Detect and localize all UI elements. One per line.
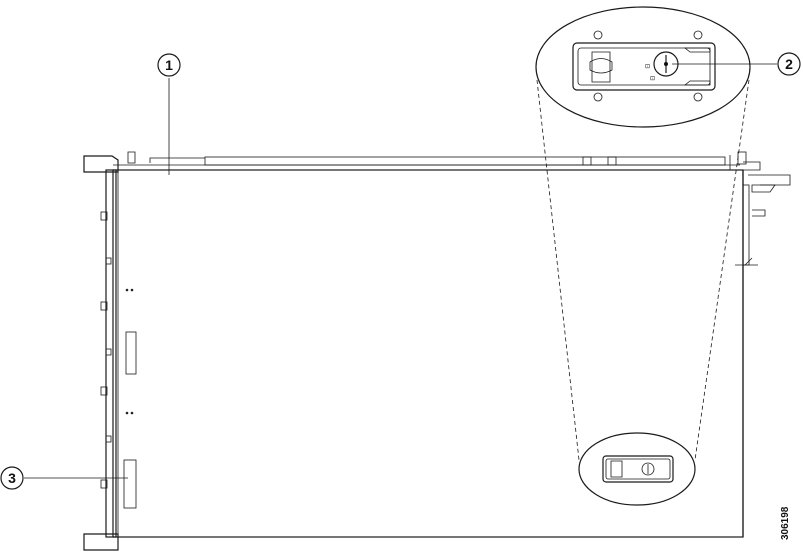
magnifier-ellipse [535,6,751,128]
magnifier-projection-lines [536,79,750,461]
callout-3: 3 [0,466,128,490]
callout-3-label: 3 [8,470,16,486]
latch-location [578,432,696,506]
bottom-rack-ear [83,533,119,551]
magnified-detail-view: ⊡ ⊡ [535,6,751,128]
cover-label-lower [123,459,137,509]
svg-text:⊡: ⊡ [650,76,655,82]
vent-dots [125,288,134,415]
rear-panel [729,151,791,537]
top-rack-ear [83,155,119,173]
magnified-latch [572,42,716,91]
server-chassis [83,151,791,551]
callout-2-label: 2 [785,56,793,72]
callout-1-label: 1 [165,57,173,73]
cover-latch [602,455,674,483]
figure-id: 306198 [780,506,791,540]
callout-1: 1 [157,53,181,175]
top-rail-strip [204,156,726,166]
cover-label-upper [125,331,137,375]
svg-text:⊡: ⊡ [645,64,650,70]
callout-2: 2 [672,52,801,76]
bezel-screws [100,211,112,489]
